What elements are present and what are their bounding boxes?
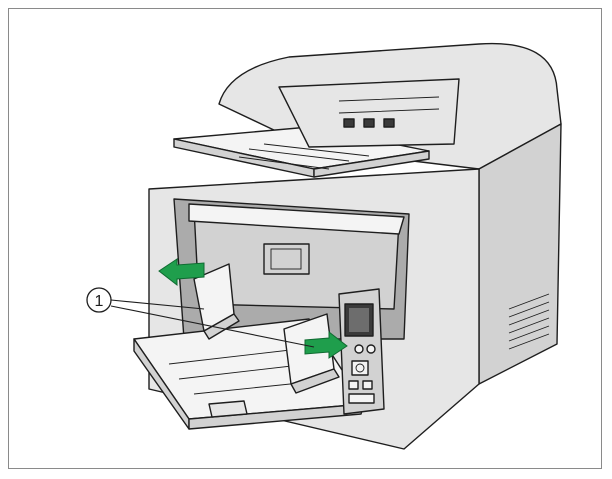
- scanner-illustration: .o { stroke: #1e1e1e; stroke-width: 1.4;…: [86, 42, 562, 450]
- callout-marker: 1: [86, 287, 112, 313]
- figure-frame: .o { stroke: #1e1e1e; stroke-width: 1.4;…: [8, 8, 602, 469]
- callout-number: 1: [95, 293, 104, 310]
- document-guide-left: [193, 263, 240, 340]
- output-tray: [173, 78, 460, 178]
- vent: [508, 293, 550, 350]
- arrow-left-icon: [158, 258, 205, 287]
- arrow-right-icon: [304, 330, 348, 359]
- callout-leader-lines: [110, 299, 315, 348]
- control-panel: [338, 288, 385, 415]
